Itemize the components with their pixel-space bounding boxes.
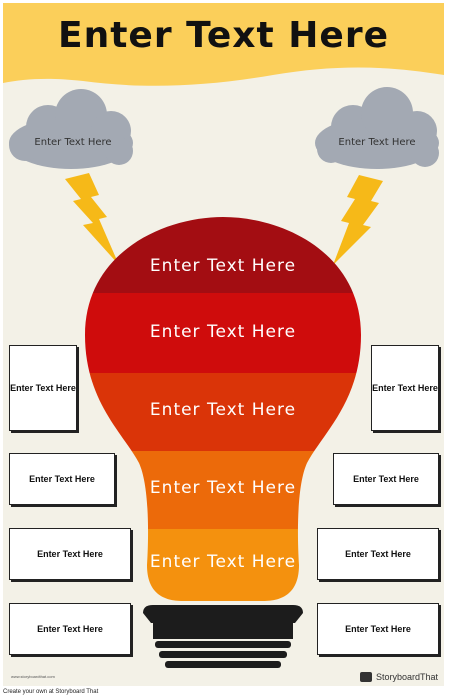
bulb-band-2-label[interactable]: Enter Text Here <box>149 322 297 342</box>
bulb-band-4-label[interactable]: Enter Text Here <box>149 478 297 498</box>
footer-credit[interactable]: Create your own at Storyboard That <box>3 689 99 695</box>
poster: Enter Text Here <box>3 3 444 686</box>
right-cloud-icon <box>315 87 439 169</box>
right-text-box-2[interactable]: Enter Text Here <box>333 453 439 505</box>
right-lightning-icon <box>333 175 383 265</box>
small-watermark: www.storyboardthat.com <box>11 674 55 679</box>
left-lightning-icon <box>65 173 119 265</box>
left-text-box-2[interactable]: Enter Text Here <box>9 453 115 505</box>
lightbulb-illustration <box>9 87 439 668</box>
logo-icon <box>360 672 372 682</box>
storyboardthat-logo: StoryboardThat <box>360 672 438 682</box>
right-text-box-4[interactable]: Enter Text Here <box>317 603 439 655</box>
left-text-box-3[interactable]: Enter Text Here <box>9 528 131 580</box>
bulb-base-icon <box>143 605 303 668</box>
page-title: Enter Text Here <box>57 15 389 56</box>
right-cloud-label[interactable]: Enter Text Here <box>338 137 416 148</box>
left-text-box-4[interactable]: Enter Text Here <box>9 603 131 655</box>
bulb-band-3-label[interactable]: Enter Text Here <box>149 400 297 420</box>
right-text-box-1[interactable]: Enter Text Here <box>371 345 439 431</box>
right-text-box-3[interactable]: Enter Text Here <box>317 528 439 580</box>
bulb-band-3 <box>85 373 361 451</box>
left-cloud-label[interactable]: Enter Text Here <box>34 137 112 148</box>
bulb-band-1-label[interactable]: Enter Text Here <box>149 256 297 276</box>
bulb-band-2 <box>85 293 361 373</box>
bulb-band-5-label[interactable]: Enter Text Here <box>149 552 297 572</box>
left-text-box-1[interactable]: Enter Text Here <box>9 345 77 431</box>
banner-shape <box>3 3 444 86</box>
title-banner <box>3 3 444 86</box>
left-cloud-icon <box>9 89 133 169</box>
logo-text: StoryboardThat <box>376 672 439 682</box>
